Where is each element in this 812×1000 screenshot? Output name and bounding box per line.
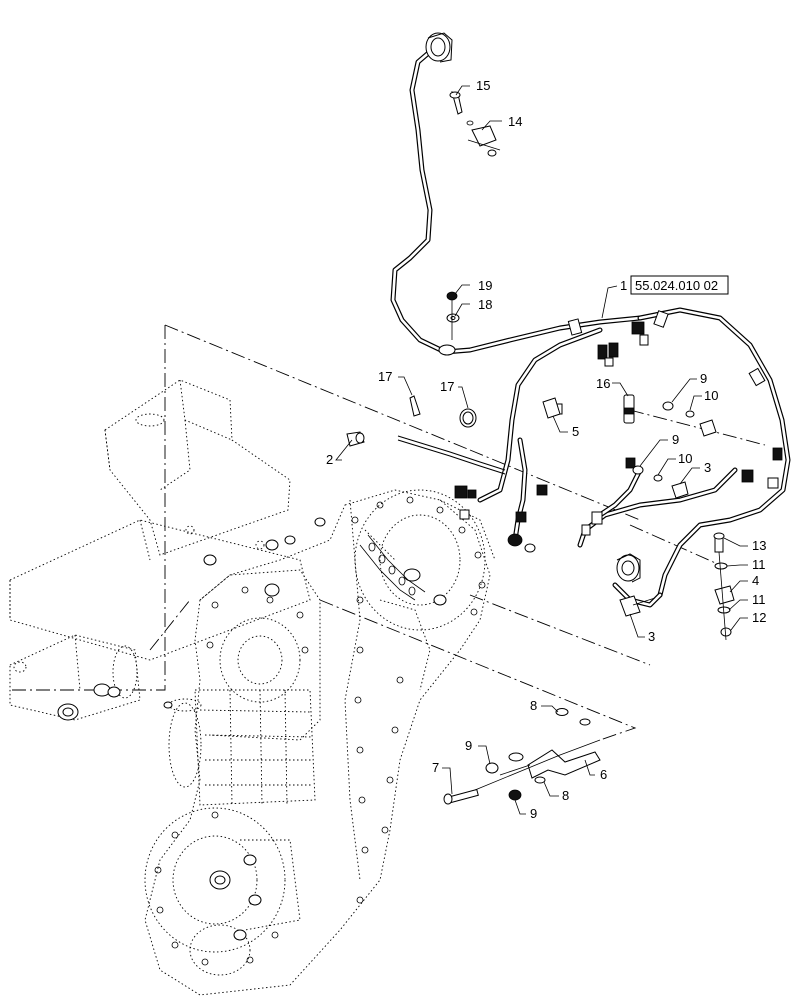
- transmission-housing: [144, 489, 496, 996]
- gear-band: [359, 534, 426, 601]
- callout-1: 1: [620, 278, 627, 293]
- callout-4: 4: [752, 573, 759, 588]
- callout-17-ring: 17: [440, 379, 454, 394]
- hardware-parts: [346, 91, 735, 805]
- callout-9-middle: 9: [672, 432, 679, 447]
- callout-10-upper: 10: [704, 388, 718, 403]
- housing-bolts: [154, 496, 486, 966]
- valve-block: [168, 689, 316, 806]
- callout-9-lower: 9: [530, 806, 537, 821]
- callout-8-lower: 8: [562, 788, 569, 803]
- callout-2: 2: [326, 452, 333, 467]
- callout-14: 14: [508, 114, 522, 129]
- callout-18: 18: [478, 297, 492, 312]
- callout-12: 12: [752, 610, 766, 625]
- top-round-connector: [425, 32, 453, 63]
- callout-11-upper: 11: [752, 557, 766, 572]
- callout-9-upper: 9: [700, 371, 707, 386]
- callout-16: 16: [596, 376, 610, 391]
- callout-15: 15: [476, 78, 490, 93]
- callout-13: 13: [752, 538, 766, 553]
- side-cylinder: [9, 634, 141, 721]
- callout-11-lower: 11: [752, 592, 766, 607]
- callout-8-upper: 8: [530, 698, 537, 713]
- lower-round-connector: [616, 553, 641, 583]
- reference-lines: [10, 324, 766, 741]
- upper-harness: [390, 47, 643, 355]
- callout-10-middle: 10: [678, 451, 692, 466]
- reference-box: [630, 275, 729, 295]
- harness-connectors: [454, 310, 783, 553]
- callout-5: 5: [572, 424, 579, 439]
- callout-19: 19: [478, 278, 492, 293]
- housing-fittings: [163, 517, 447, 941]
- callout-17-tie: 17: [378, 369, 392, 384]
- main-harness: [477, 307, 791, 608]
- callout-labels: 15 14 19 18 1 55.024.010 02 17 17 2 5 16…: [326, 78, 766, 821]
- callout-6: 6: [600, 767, 607, 782]
- leader-lines: [335, 85, 748, 815]
- frame-bracket: [9, 379, 311, 661]
- callout-1-reference[interactable]: 55.024.010 02: [635, 278, 718, 293]
- callout-9-bracket: 9: [465, 738, 472, 753]
- callout-7: 7: [432, 760, 439, 775]
- callout-3-lower: 3: [648, 629, 655, 644]
- callout-3-upper: 3: [704, 460, 711, 475]
- lead-wire: [397, 435, 506, 475]
